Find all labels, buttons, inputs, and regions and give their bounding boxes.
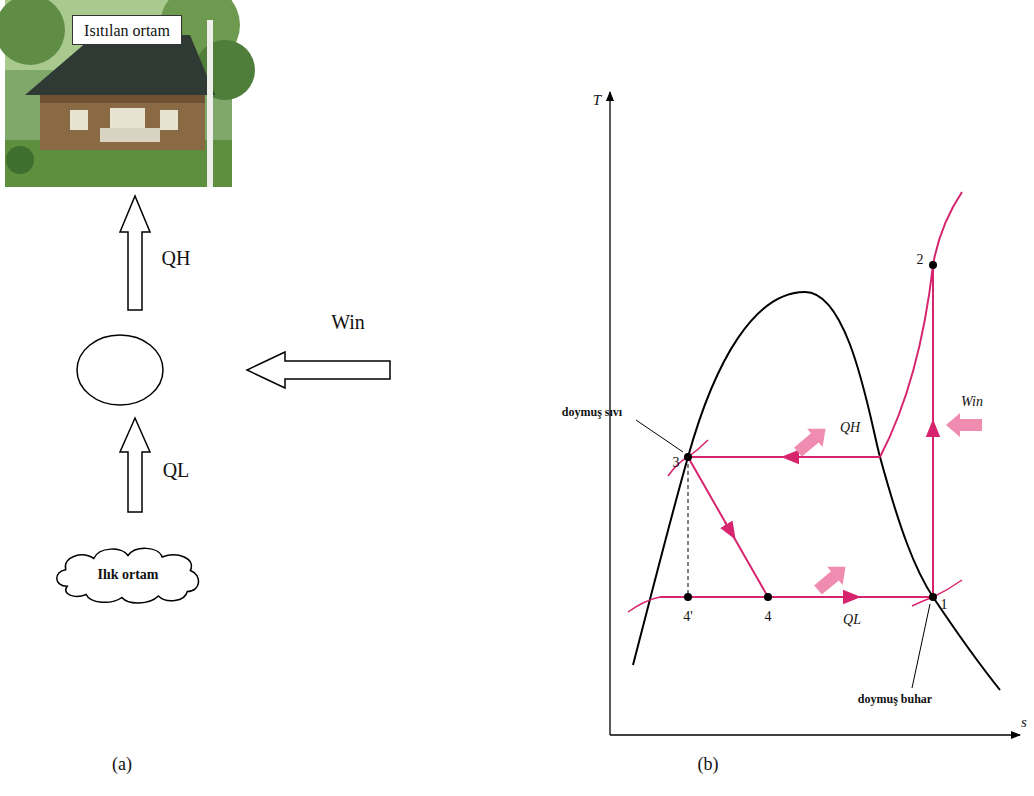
device-ellipse xyxy=(77,335,163,405)
state-note: doymuş buhar xyxy=(858,693,932,706)
work-arrow xyxy=(247,352,390,388)
heat-label: QL xyxy=(163,459,190,481)
axis-label: T xyxy=(593,92,601,109)
house-photo xyxy=(0,0,255,187)
ts-diagram xyxy=(610,92,1020,735)
axis-label: s xyxy=(1021,714,1027,731)
heat-label: QL xyxy=(843,612,861,627)
state-number: 1 xyxy=(941,597,948,612)
heat-arrow xyxy=(120,418,150,512)
state-note: doymuş sıvı xyxy=(562,406,622,419)
node-text: Isıtılan ortam xyxy=(73,22,181,40)
node-text: Ilık ortam xyxy=(52,567,204,583)
heat-arrow xyxy=(120,196,150,310)
cloud-node: Ilık ortam xyxy=(52,545,204,605)
heat-label: QH xyxy=(162,247,191,269)
figure-tag: (a) xyxy=(112,755,132,775)
work-label: Win xyxy=(331,311,365,333)
state-number: 2 xyxy=(917,252,924,267)
figure-tag: (b) xyxy=(698,755,719,775)
label-box: Isıtılan ortam xyxy=(72,15,182,45)
state-number: 3 xyxy=(673,455,680,470)
work-label: Win xyxy=(961,394,983,409)
state-number: 4 xyxy=(765,609,772,624)
heat-label: QH xyxy=(840,420,860,435)
state-number: 4' xyxy=(683,609,693,624)
